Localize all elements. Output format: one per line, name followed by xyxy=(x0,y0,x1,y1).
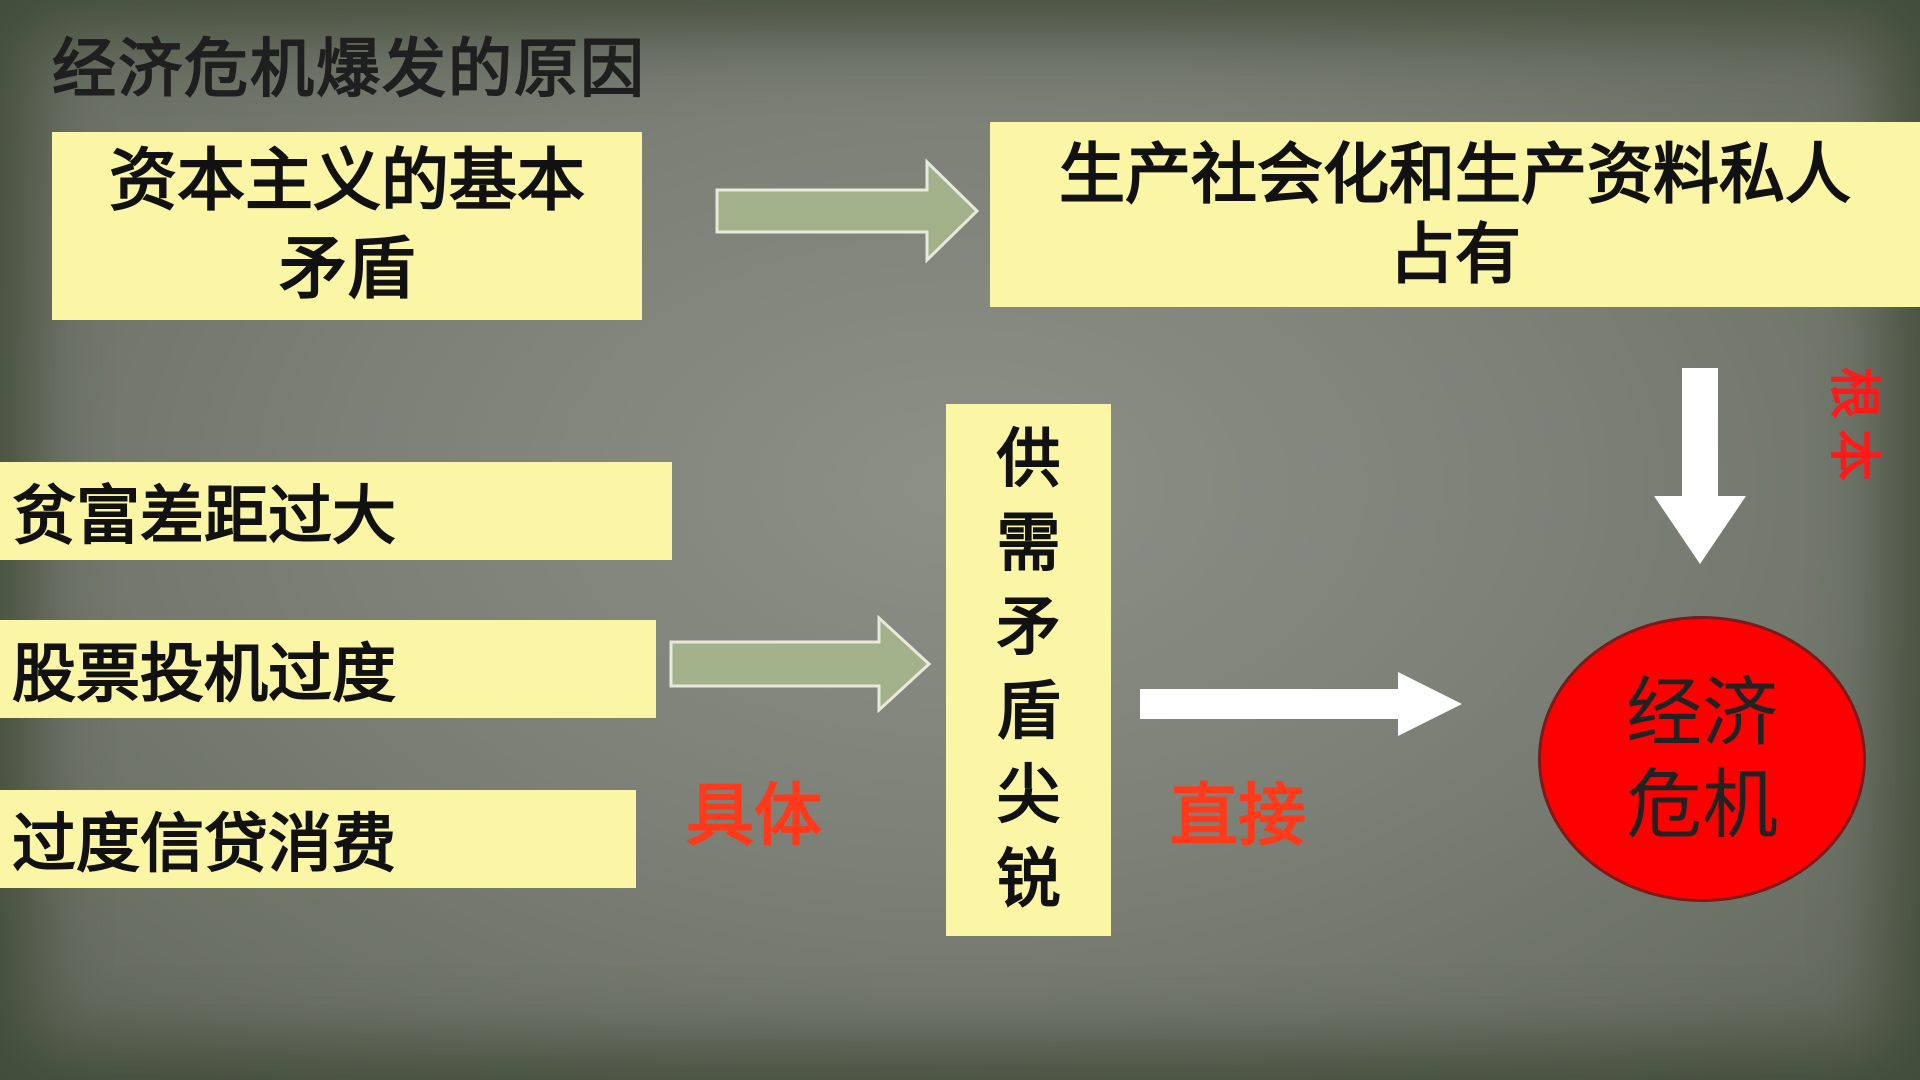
stock-speculation-box: 股票投机过度 xyxy=(0,620,656,718)
wealth-gap-box: 贫富差距过大 xyxy=(0,462,672,560)
credit-consumption-box: 过度信贷消费 xyxy=(0,790,636,888)
white-arrow-right-icon xyxy=(1140,672,1462,736)
supply-demand-box: 供 需 矛 盾 尖 锐 xyxy=(946,404,1111,936)
credit-consumption-text: 过度信贷消费 xyxy=(12,808,396,882)
economic-crisis-line2: 危机 xyxy=(1626,760,1778,849)
supply-demand-char-3: 矛 xyxy=(996,591,1061,665)
page-title: 经济危机爆发的原因 xyxy=(52,33,646,107)
root-cause-char-2: 本 xyxy=(1823,428,1883,481)
supply-demand-char-4: 盾 xyxy=(996,675,1061,749)
socialization-contradiction-box: 生产社会化和生产资料私人 占有 xyxy=(990,122,1920,307)
economic-crisis-line1: 经济 xyxy=(1626,668,1778,757)
root-cause-char-1: 根 xyxy=(1823,366,1883,419)
green-arrow-top-icon xyxy=(715,158,980,264)
basic-contradiction-line1: 资本主义的基本 xyxy=(108,142,585,221)
economic-crisis-circle: 经济 危机 xyxy=(1538,616,1866,902)
supply-demand-char-5: 尖 xyxy=(996,759,1061,833)
supply-demand-char-6: 锐 xyxy=(996,843,1061,917)
basic-contradiction-line2: 矛盾 xyxy=(278,230,415,309)
socialization-line1: 生产社会化和生产资料私人 xyxy=(1059,135,1851,213)
supply-demand-char-2: 需 xyxy=(996,507,1061,581)
direct-cause-label: 直接 xyxy=(1170,777,1307,856)
stock-speculation-text: 股票投机过度 xyxy=(12,638,396,712)
basic-contradiction-box: 资本主义的基本 矛盾 xyxy=(52,132,642,320)
green-arrow-middle-icon xyxy=(669,614,932,714)
white-arrow-down-icon xyxy=(1654,368,1746,564)
root-cause-label: 根 本 xyxy=(1818,362,1888,486)
concrete-cause-label: 具体 xyxy=(686,777,823,856)
supply-demand-char-1: 供 xyxy=(996,423,1061,497)
socialization-line2: 占有 xyxy=(1389,215,1521,293)
wealth-gap-text: 贫富差距过大 xyxy=(12,480,396,554)
